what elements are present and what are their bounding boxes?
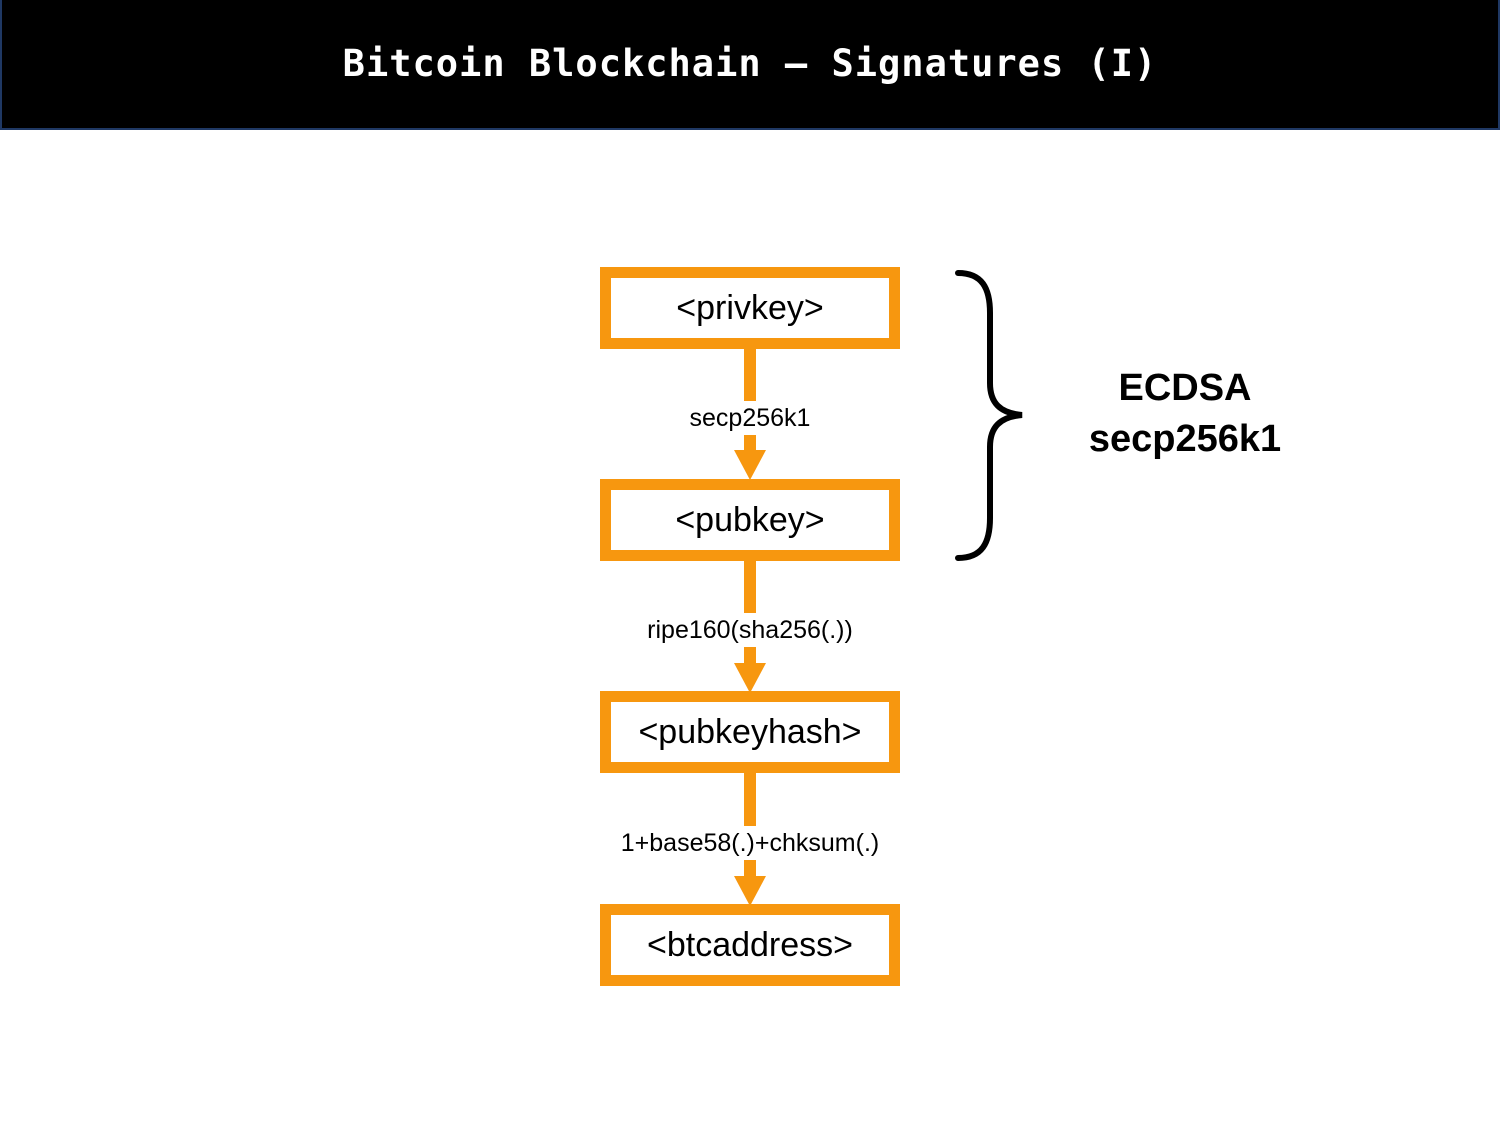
arrowhead-pubkey xyxy=(734,450,766,480)
edge-label-base58: 1+base58(.)+chksum(.) xyxy=(560,826,940,860)
group-label-line1: ECDSA xyxy=(1118,367,1252,409)
slide-title: Bitcoin Blockchain – Signatures (I) xyxy=(342,41,1158,85)
node-btcaddress: <btcaddress> xyxy=(600,904,900,986)
connector-pubkey-pubkeyhash xyxy=(744,560,756,663)
node-pubkey: <pubkey> xyxy=(600,479,900,561)
node-pubkeyhash: <pubkeyhash> xyxy=(600,691,900,773)
curly-brace-icon xyxy=(955,270,1023,561)
group-label: ECDSA secp256k1 xyxy=(1060,363,1310,465)
group-label-line2: secp256k1 xyxy=(1088,418,1282,460)
arrowhead-pubkeyhash xyxy=(734,663,766,693)
arrowhead-btcaddress xyxy=(734,876,766,906)
node-privkey: <privkey> xyxy=(600,267,900,349)
edge-label-ripe160: ripe160(sha256(.)) xyxy=(560,613,940,647)
edge-label-secp256k1: secp256k1 xyxy=(560,401,940,435)
connector-pubkeyhash-btcaddress xyxy=(744,773,756,876)
title-bar: Bitcoin Blockchain – Signatures (I) xyxy=(0,0,1500,130)
